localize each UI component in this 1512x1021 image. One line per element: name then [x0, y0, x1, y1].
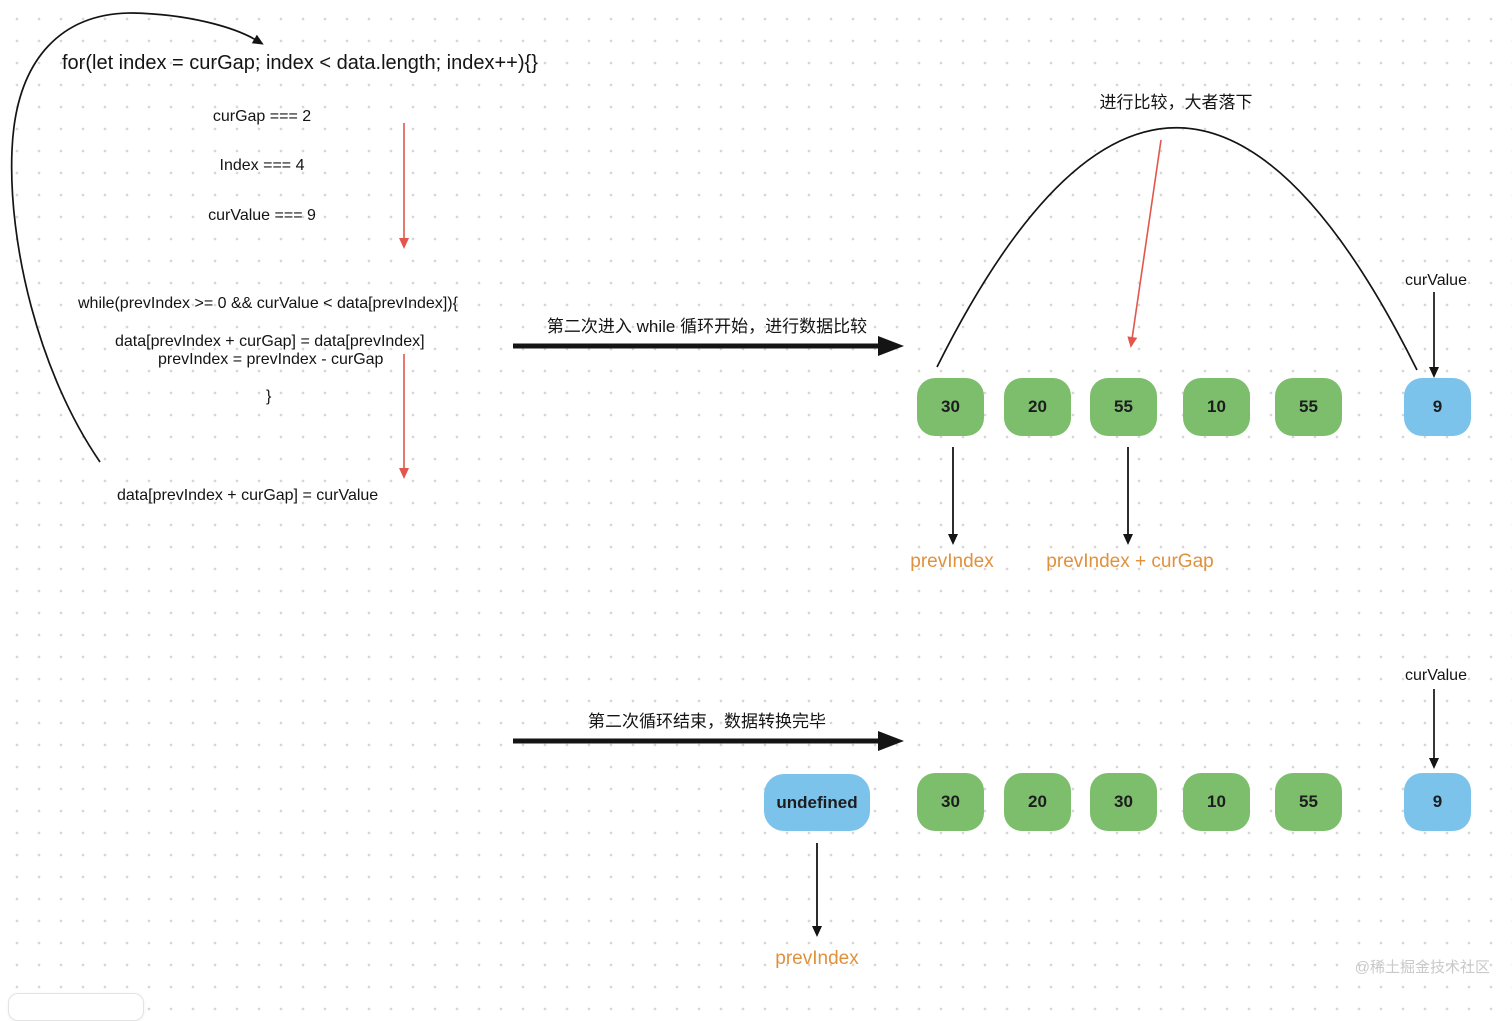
array2-box-4: 10 — [1183, 773, 1250, 831]
step2-transition-label: 第二次循环结束，数据转换完毕 — [588, 712, 826, 731]
array2-box-5: 55 — [1275, 773, 1342, 831]
var-index: Index === 4 — [219, 157, 305, 174]
watermark: @稀土掘金技术社区 — [1354, 959, 1490, 976]
while-loop-code: while(prevIndex >= 0 && curValue < data[… — [78, 295, 458, 312]
compare-arc — [936, 126, 1418, 371]
array1-box-4: 55 — [1275, 378, 1342, 436]
array1-box-2: 55 — [1090, 378, 1157, 436]
loop-back-curve-arrow — [10, 12, 264, 463]
previndex-curgap-label-row1: prevIndex + curGap — [1046, 551, 1214, 572]
curvalue-label-row1: curValue — [1405, 272, 1467, 289]
var-curgap: curGap === 2 — [212, 108, 312, 125]
array2-box-1: 30 — [917, 773, 984, 831]
step1-transition-label: 第二次进入 while 循环开始，进行数据比较 — [546, 317, 868, 336]
var-curvalue: curValue === 9 — [208, 207, 316, 224]
array2-box-undefined: undefined — [764, 774, 870, 831]
array1-box-3: 10 — [1183, 378, 1250, 436]
array1-box-5: 9 — [1404, 378, 1471, 436]
array1-box-1: 20 — [1004, 378, 1071, 436]
array2-box-3: 30 — [1090, 773, 1157, 831]
while-body-line1: data[prevIndex + curGap] = data[prevInde… — [115, 333, 425, 350]
array2-box-2: 20 — [1004, 773, 1071, 831]
for-loop-code: for(let index = curGap; index < data.len… — [62, 52, 538, 74]
array2-box-6: 9 — [1404, 773, 1471, 831]
compare-label: 进行比较，大者落下 — [1099, 93, 1253, 112]
while-closing-brace: } — [266, 388, 272, 405]
previndex-label-row2: prevIndex — [775, 948, 859, 969]
assign-code: data[prevIndex + curGap] = curValue — [117, 487, 379, 504]
array1-box-0: 30 — [917, 378, 984, 436]
compare-drop-red-arrow — [1127, 139, 1162, 348]
toolbar-panel[interactable] — [8, 993, 144, 1021]
curvalue-label-row2: curValue — [1405, 667, 1467, 684]
while-body-line2: prevIndex = prevIndex - curGap — [158, 351, 384, 368]
previndex-label-row1: prevIndex — [910, 551, 994, 572]
